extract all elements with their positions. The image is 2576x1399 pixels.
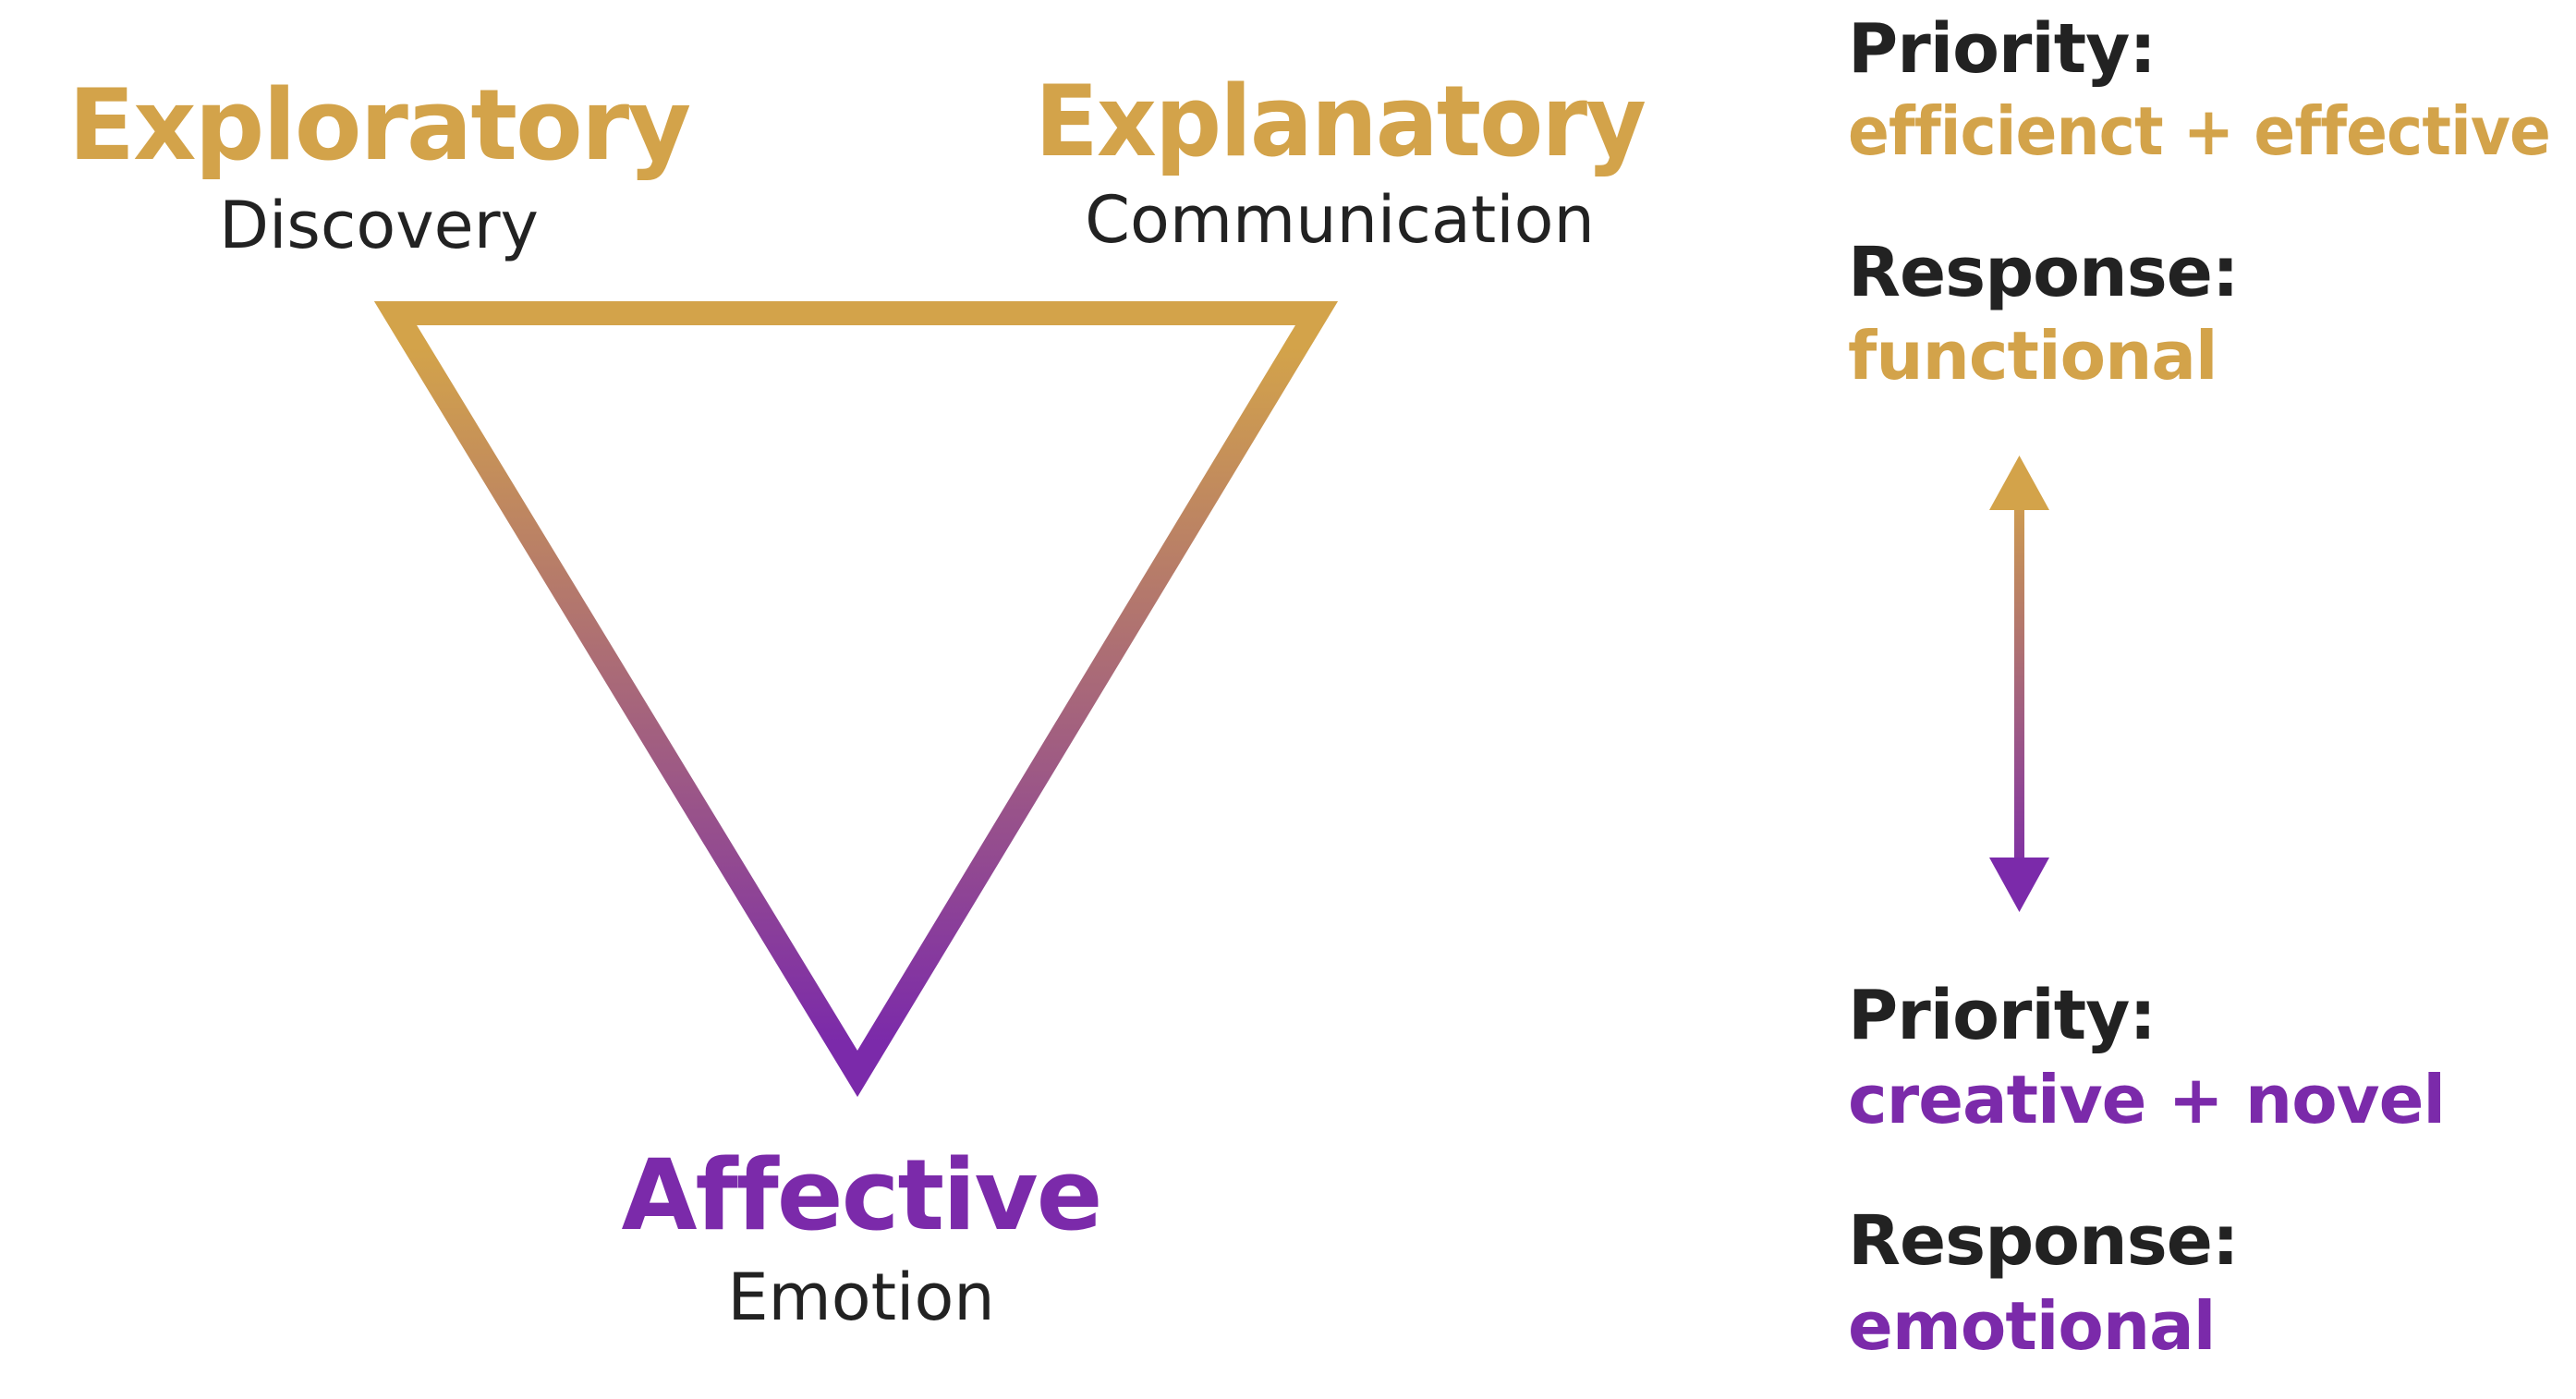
explanatory-subtitle: Communication (1085, 182, 1595, 258)
top-priority-label: Priority: (1848, 9, 2156, 89)
bottom-priority-label: Priority: (1848, 976, 2156, 1055)
top-response-label: Response: (1848, 233, 2239, 312)
arrow-down-icon (1989, 858, 2049, 912)
bottom-response-label: Response: (1848, 1201, 2239, 1281)
bottom-response-value: emotional (1848, 1287, 2215, 1365)
arrow-up-icon (1989, 456, 2049, 510)
explanatory-title: Explanatory (1035, 65, 1646, 178)
affective-title: Affective (622, 1138, 1101, 1252)
double-arrow-icon (1989, 456, 2049, 912)
exploratory-subtitle: Discovery (219, 188, 539, 263)
bottom-priority-value: creative + novel (1848, 1061, 2445, 1138)
top-response-value: functional (1848, 317, 2218, 395)
affective-subtitle: Emotion (727, 1259, 994, 1335)
inverted-triangle (373, 301, 1339, 1098)
top-priority-value: efficienct + effective (1848, 92, 2550, 170)
exploratory-title: Exploratory (68, 68, 690, 182)
